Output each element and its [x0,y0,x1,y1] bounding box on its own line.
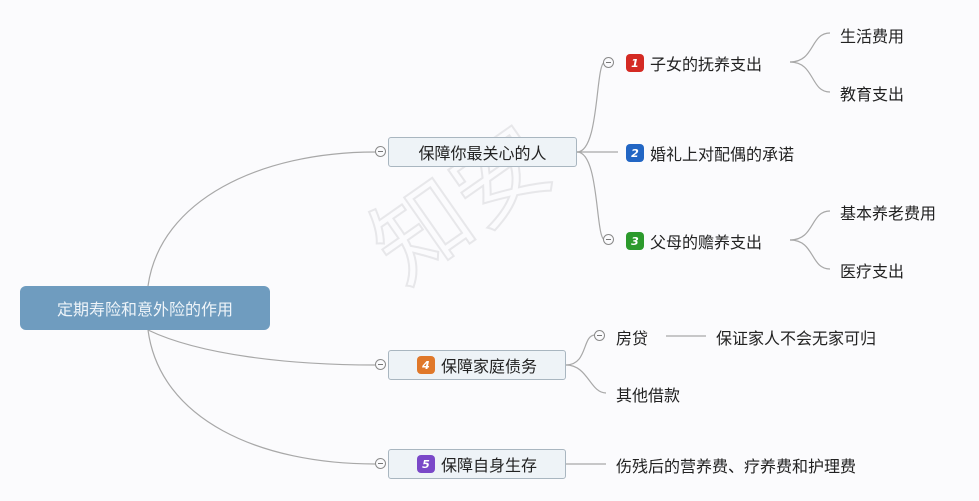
root-topic[interactable]: 定期寿险和意外险的作用 [20,286,270,330]
leaf-medical-cost[interactable]: 医疗支出 [840,262,905,281]
collapse-toggle-branch-1[interactable] [375,146,386,157]
branch-topic-2[interactable]: 4 保障家庭债务 [388,350,566,380]
priority-1-icon: 1 [626,54,644,72]
collapse-toggle-branch-3[interactable] [375,458,386,469]
leaf-education-cost[interactable]: 教育支出 [840,85,905,104]
priority-3-icon: 3 [626,232,644,250]
collapse-toggle-mortgage[interactable] [594,330,605,341]
branch-label: 保障自身生存 [440,456,537,475]
branch-label: 保障你最关心的人 [418,144,547,163]
branch-topic-3[interactable]: 5 保障自身生存 [388,449,566,479]
collapse-toggle-branch-2[interactable] [375,359,386,370]
collapse-toggle-child-1[interactable] [603,57,614,68]
leaf-home-security[interactable]: 保证家人不会无家可归 [716,329,877,348]
branch-label: 保障家庭债务 [440,357,537,376]
collapse-toggle-child-3[interactable] [603,234,614,245]
subtopic-spouse-promise[interactable]: 2 婚礼上对配偶的承诺 [626,141,794,165]
branch-topic-1[interactable]: 保障你最关心的人 [388,137,577,167]
priority-5-icon: 5 [416,455,435,473]
priority-4-icon: 4 [416,356,435,374]
leaf-living-cost[interactable]: 生活费用 [840,27,905,46]
leaf-disability-care[interactable]: 伤残后的营养费、疗养费和护理费 [616,457,857,476]
subtopic-child-expense[interactable]: 1 子女的抚养支出 [626,51,762,75]
leaf-pension-cost[interactable]: 基本养老费用 [840,204,937,223]
subtopic-parent-support[interactable]: 3 父母的赡养支出 [626,229,762,253]
subtopic-other-loans[interactable]: 其他借款 [616,386,681,405]
priority-2-icon: 2 [626,144,644,162]
subtopic-mortgage[interactable]: 房贷 [616,329,649,348]
